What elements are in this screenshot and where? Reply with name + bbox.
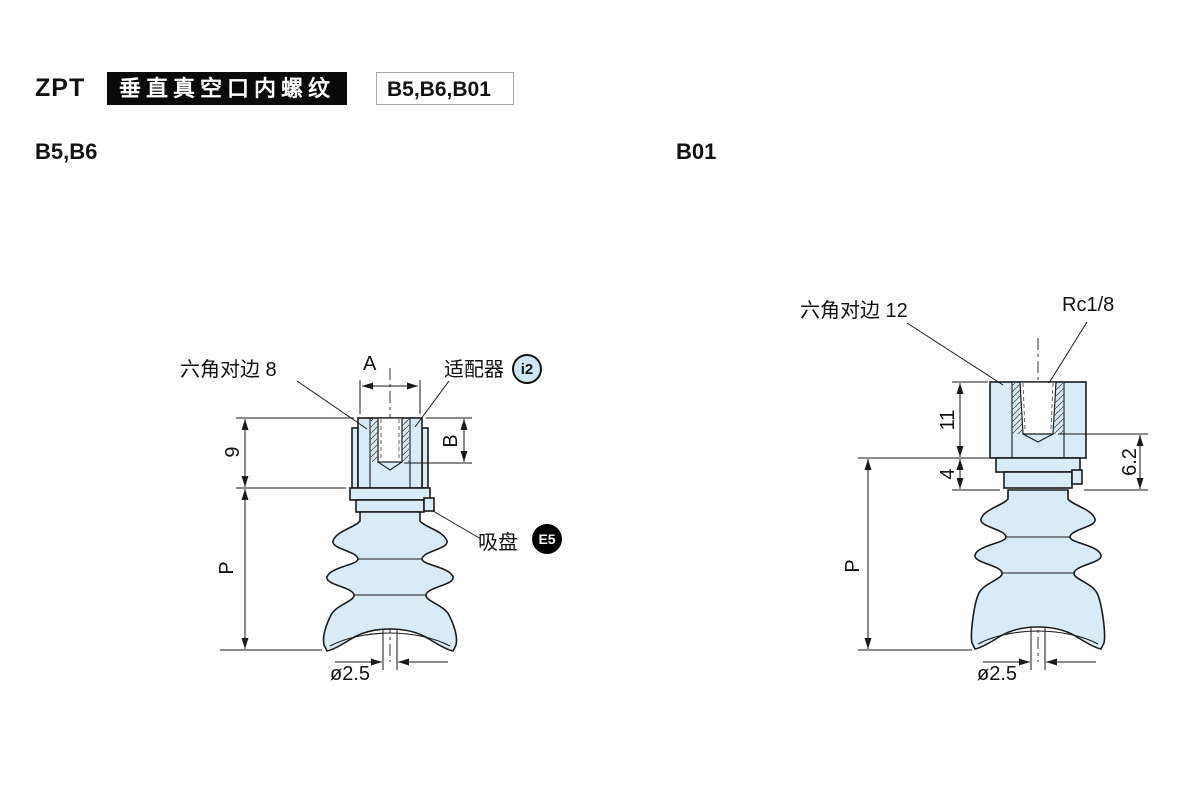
page-title: 垂直真空口内螺纹 (107, 72, 348, 105)
dim-11-label: 11 (936, 409, 959, 431)
model-codes: B5,B6,B01 (376, 72, 514, 105)
dim-9-label: 9 (221, 446, 244, 458)
dim-4-label: 4 (936, 468, 959, 480)
hex-flats-label-left: 六角对边 8 (180, 359, 277, 381)
fitting-assembly (349, 417, 435, 513)
thread-spec-label: Rc1/8 (1062, 294, 1115, 316)
dim-a-label: A (363, 353, 377, 375)
clamp-ring (355, 499, 425, 513)
thread-bore (1019, 381, 1057, 435)
b5b6-drawing (220, 368, 482, 670)
section-heading-b01: B01 (676, 139, 717, 164)
pad-badge-e5: E5 (532, 524, 562, 554)
bellows-pad (322, 511, 458, 652)
dimension-lines (858, 381, 1148, 670)
section-heading-b5b6: B5,B6 (35, 139, 98, 164)
b01-drawing (858, 321, 1148, 670)
dimension-lines (220, 380, 472, 670)
clamp-ring (1003, 471, 1073, 489)
bellows-pad (970, 489, 1106, 650)
dim-b-label: B (439, 434, 462, 448)
thread-bore (377, 417, 403, 463)
leader-lines (296, 380, 482, 540)
fitting-assembly (989, 381, 1087, 489)
adapter-label: 适配器 (444, 359, 504, 381)
hex-flats-label-right: 六角对边 12 (800, 300, 908, 322)
dim-p-label-right: P (841, 559, 864, 573)
pad-label: 吸盘 (478, 532, 518, 554)
flange (995, 457, 1081, 473)
dim-p-label-left: P (215, 561, 238, 575)
adapter-badge-i2: i2 (512, 354, 542, 384)
flange (349, 487, 431, 501)
leader-lines (906, 321, 1088, 386)
dim-62-label: 6.2 (1118, 448, 1141, 476)
diameter-label-left: ø2.5 (330, 663, 371, 685)
series-code: ZPT (35, 74, 86, 102)
diameter-label-right: ø2.5 (977, 663, 1018, 685)
